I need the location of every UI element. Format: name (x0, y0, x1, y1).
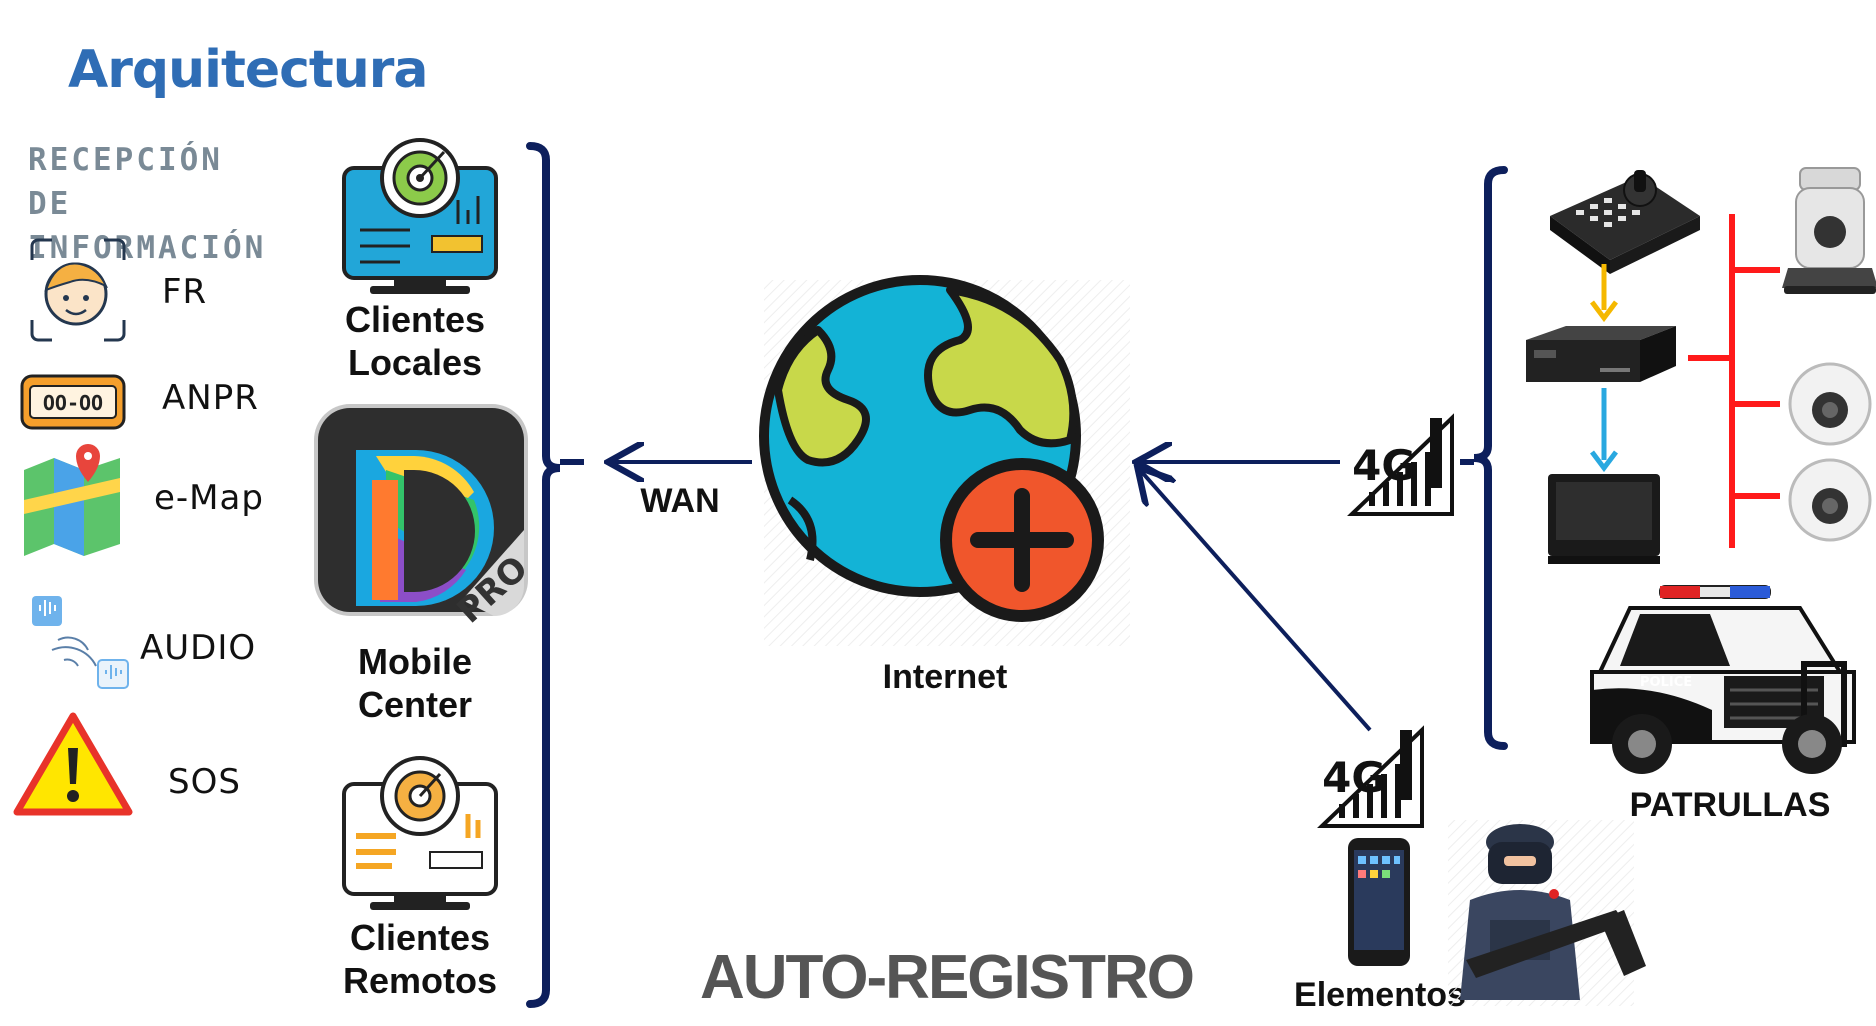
internet-label: Internet (882, 658, 1008, 696)
mobile-center-label: Mobile Center (357, 641, 473, 725)
yellow-arrowhead (1590, 300, 1618, 323)
map-pin-icon (24, 444, 120, 556)
license-plate-icon: OO-OO (20, 374, 126, 430)
reception-label: RECEPCIÓN DE INFORMACIÓN (28, 142, 267, 266)
feature-label-sos: SOS (168, 762, 241, 802)
audio-wave-icon (32, 596, 129, 689)
feature-label-emap: e-Map (154, 478, 264, 518)
smartphone-icon (1348, 838, 1410, 966)
police-truck-icon: POLICE (1590, 585, 1856, 774)
feature-label-audio: AUDIO (140, 628, 257, 668)
cell-4g-icon-patrol: 4G (1347, 413, 1454, 516)
tactical-officer-icon (1448, 820, 1646, 1006)
feature-label-fr: FR (162, 272, 208, 312)
cell-4g-icon-elements: 4G (1317, 725, 1424, 828)
auto-registro-label: AUTO-REGISTRO (700, 943, 1195, 1012)
local-client-monitor-icon (342, 138, 498, 294)
elements-to-internet-arrow (1140, 470, 1372, 732)
dome-camera-icon-1 (1788, 362, 1872, 446)
patrol-bracket (1473, 166, 1508, 750)
warning-icon (13, 712, 133, 816)
face-recognition-icon (30, 238, 126, 342)
clientes-remotos-label: Clientes Remotos (342, 917, 498, 1001)
svg-text:4G: 4G (1322, 753, 1386, 802)
camera-bus-lines (1688, 214, 1780, 548)
elementos-label: Elementos (1294, 976, 1466, 1014)
feature-label-anpr: ANPR (162, 378, 259, 418)
ptz-camera-icon (1782, 167, 1876, 294)
ptz-keyboard-icon (1550, 170, 1700, 274)
mobile-center-app-icon: PRO (314, 404, 536, 631)
dome-camera-icon-2 (1788, 458, 1872, 542)
svg-text:OO-OO: OO-OO (43, 391, 103, 415)
clientes-locales-label: Clientes Locales (344, 299, 486, 383)
vehicle-monitor-icon (1548, 474, 1660, 564)
svg-text:POLICE: POLICE (1640, 675, 1692, 690)
blue-arrowhead (1590, 450, 1618, 473)
mobile-dvr-icon (1526, 326, 1676, 382)
page-title: Arquitectura (68, 40, 429, 100)
clients-bracket (526, 142, 561, 1008)
remote-client-monitor-icon (342, 756, 498, 910)
patrullas-label: PATRULLAS (1629, 786, 1831, 824)
wan-label: WAN (640, 482, 720, 520)
svg-text:4G: 4G (1352, 441, 1416, 490)
internet-globe-icon (759, 275, 1130, 646)
